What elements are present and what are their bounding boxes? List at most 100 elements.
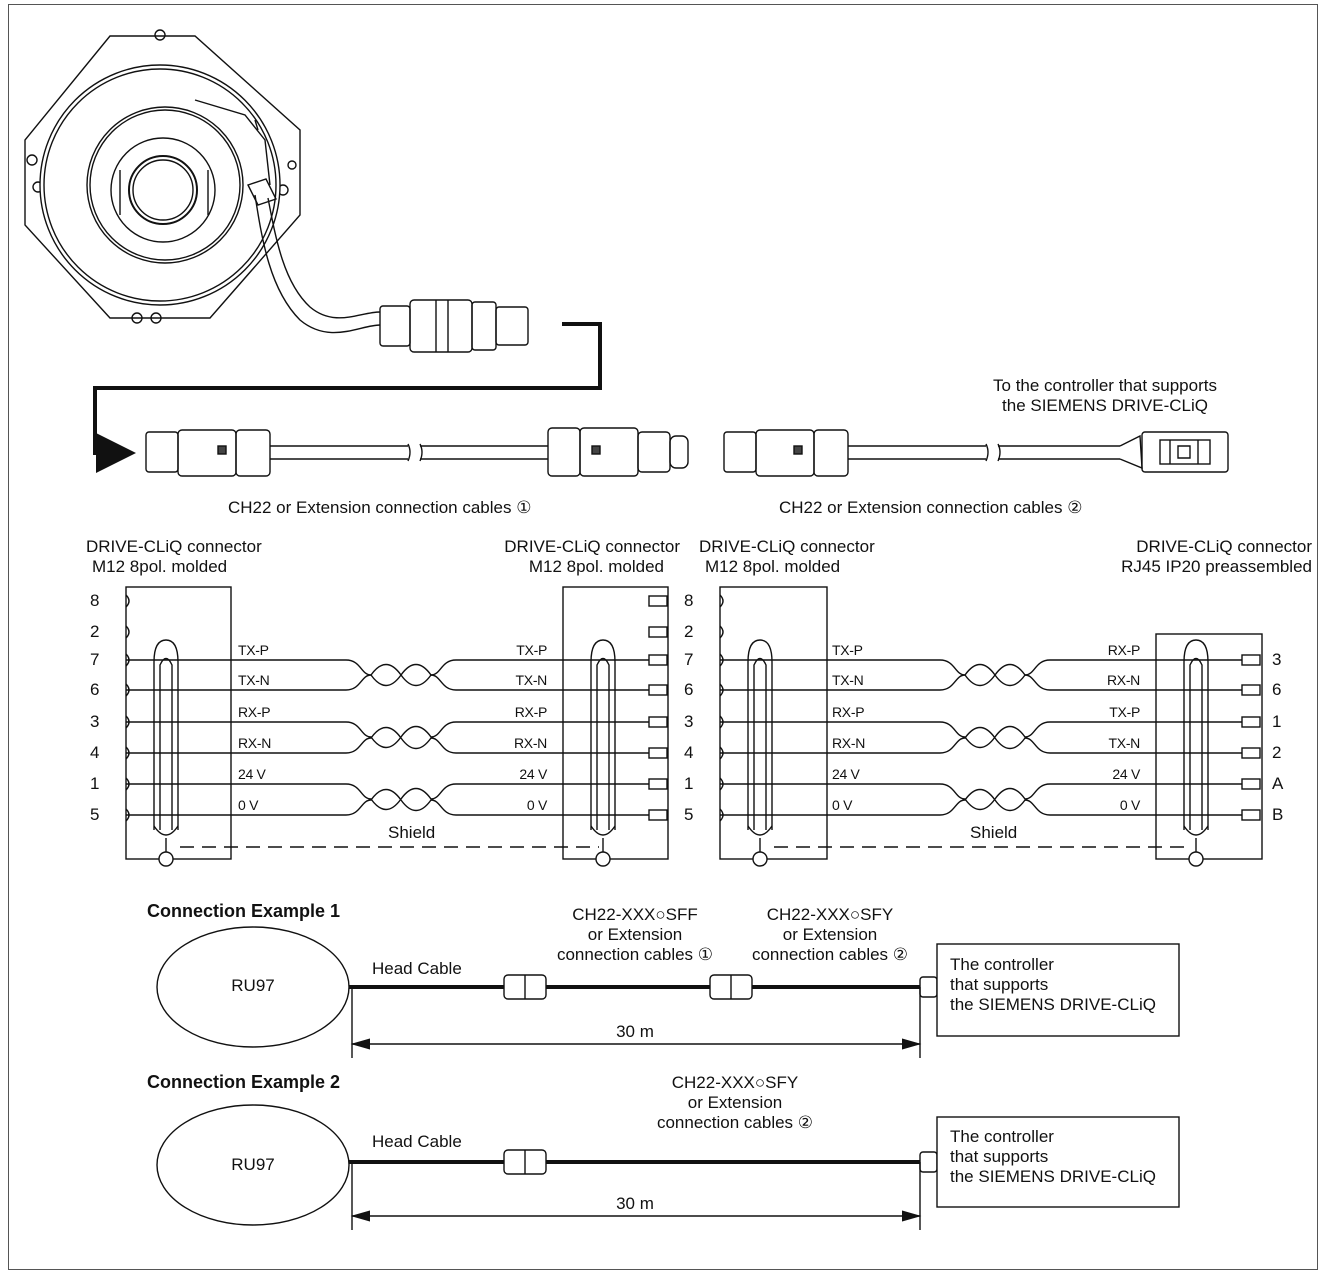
left-signal-right: TX-N [515, 672, 548, 688]
right-pin-left: 3 [684, 712, 694, 731]
example1-drawing [156, 926, 1180, 1058]
example1-title: Connection Example 1 [147, 901, 341, 921]
left-conn-a-title: DRIVE-CLiQ connector M12 8pol. molded [86, 537, 262, 577]
right-conn-a-line2: M12 8pol. molded [705, 557, 841, 576]
example2-length: 30 m [616, 1194, 654, 1213]
right-signal-left: TX-P [832, 642, 863, 658]
right-signal-right: 0 V [1119, 797, 1140, 813]
controller-note-line1: To the controller that supports [993, 376, 1217, 395]
left-pin-socket [648, 778, 668, 790]
right-signal-wire [720, 721, 1242, 749]
right-pin-socket [1241, 747, 1261, 759]
right-conn-b-title: DRIVE-CLiQ connector RJ45 IP20 preassemb… [1060, 537, 1312, 577]
right-pin-right: 3 [1272, 650, 1282, 669]
left-signal-left: 24 V [238, 766, 266, 782]
left-signal-right: RX-P [514, 704, 548, 720]
example2-drawing [156, 1104, 1180, 1230]
right-pin-right: 2 [1272, 743, 1282, 762]
example1-controller: The controller that supports the SIEMENS… [950, 955, 1156, 1014]
right-pin-left: 4 [684, 743, 694, 762]
left-conn-b-title: DRIVE-CLiQ connector M12 8pol. molded [470, 537, 680, 577]
left-pin-left: 6 [90, 680, 100, 699]
right-signal-left: RX-N [832, 735, 866, 751]
left-shield-inner [159, 657, 173, 830]
right-signal-right: TX-N [1108, 735, 1141, 751]
left-conn-b-line1: DRIVE-CLiQ connector [504, 537, 680, 556]
right-signal-right: RX-N [1106, 672, 1140, 688]
right-pin-left: 8 [684, 591, 694, 610]
right-signal-right: TX-P [1109, 704, 1140, 720]
left-signal-wire [126, 721, 649, 749]
example1-device: RU97 [231, 976, 275, 995]
right-signal-right: RX-P [1107, 642, 1141, 658]
right-signal-right: 24 V [1112, 766, 1140, 782]
left-pin-socket [648, 654, 668, 666]
left-pin-contact [125, 594, 130, 608]
right-ground-terminal [752, 851, 768, 867]
routing-line [93, 322, 602, 473]
right-signal-left: 0 V [832, 797, 853, 813]
left-signal-left: RX-P [238, 704, 271, 720]
right-pin-socket [1241, 654, 1261, 666]
cable1-caption: CH22 or Extension connection cables ① [228, 498, 532, 517]
left-shield-end [153, 825, 179, 836]
left-signal-wire [126, 788, 649, 816]
left-pin-socket [648, 716, 668, 728]
right-pin-contact [719, 594, 724, 608]
controller-note-line2: the SIEMENS DRIVE-CLiQ [1002, 396, 1208, 415]
example2-device: RU97 [231, 1155, 275, 1174]
left-signal-left: TX-P [238, 642, 269, 658]
left-pin-socket [648, 809, 668, 821]
right-signal-wire [720, 788, 1242, 816]
left-signal-right: TX-P [516, 642, 547, 658]
left-conn-b-line2: M12 8pol. molded [528, 557, 664, 576]
example1-length: 30 m [616, 1022, 654, 1041]
right-pin-right: 1 [1272, 712, 1282, 731]
right-conn-a-title: DRIVE-CLiQ connector M12 8pol. molded [699, 537, 875, 577]
left-pin-socket [648, 684, 668, 696]
right-ground-terminal [1188, 851, 1204, 867]
right-conn-b-line1: DRIVE-CLiQ connector [1136, 537, 1312, 556]
left-pin-socket [648, 595, 668, 607]
left-signal-right: 24 V [519, 766, 547, 782]
right-pin-left: 6 [684, 680, 694, 699]
example1-head-cable: Head Cable [372, 959, 462, 978]
wires-right [719, 594, 1261, 867]
left-signal-wire [126, 726, 649, 754]
left-signal-wire [126, 659, 649, 687]
right-pin-left: 1 [684, 774, 694, 793]
cable1-drawing [145, 427, 689, 477]
left-pin-left: 1 [90, 774, 100, 793]
cable2-caption: CH22 or Extension connection cables ② [779, 498, 1083, 517]
right-pin-right: A [1272, 774, 1284, 793]
left-shield-braid [590, 639, 616, 830]
right-shield-braid [747, 639, 773, 830]
example2-head-cable: Head Cable [372, 1132, 462, 1151]
controller-note: To the controller that supports the SIEM… [950, 376, 1260, 416]
right-shield-end [1183, 825, 1209, 836]
right-signal-wire [720, 663, 1242, 691]
right-shield-end [747, 825, 773, 836]
right-pin-left: 5 [684, 805, 694, 824]
right-signal-wire [720, 659, 1242, 687]
example1-cable1: CH22-XXX○SFF or Extension connection cab… [556, 905, 714, 964]
encoder-head-drawing [24, 29, 529, 353]
cable2-drawing [723, 429, 1229, 477]
left-pin-left: 3 [90, 712, 100, 731]
left-signal-left: TX-N [238, 672, 270, 688]
right-conn-a-line1: DRIVE-CLiQ connector [699, 537, 875, 556]
left-pin-left: 5 [90, 805, 100, 824]
right-pin-left: 2 [684, 622, 694, 641]
left-pin-socket [648, 626, 668, 638]
left-conn-a-line1: DRIVE-CLiQ connector [86, 537, 262, 556]
right-pin-right: B [1272, 805, 1284, 824]
right-shield-inner [753, 657, 767, 830]
left-pin-left: 2 [90, 622, 100, 641]
example2-cable: CH22-XXX○SFY or Extension connection cab… [656, 1073, 814, 1132]
left-signal-wire [126, 783, 649, 811]
right-signal-left: 24 V [832, 766, 860, 782]
example1-cable2: CH22-XXX○SFY or Extension connection cab… [751, 905, 909, 964]
wires-left [125, 594, 668, 867]
figure-frame [8, 4, 1318, 1270]
